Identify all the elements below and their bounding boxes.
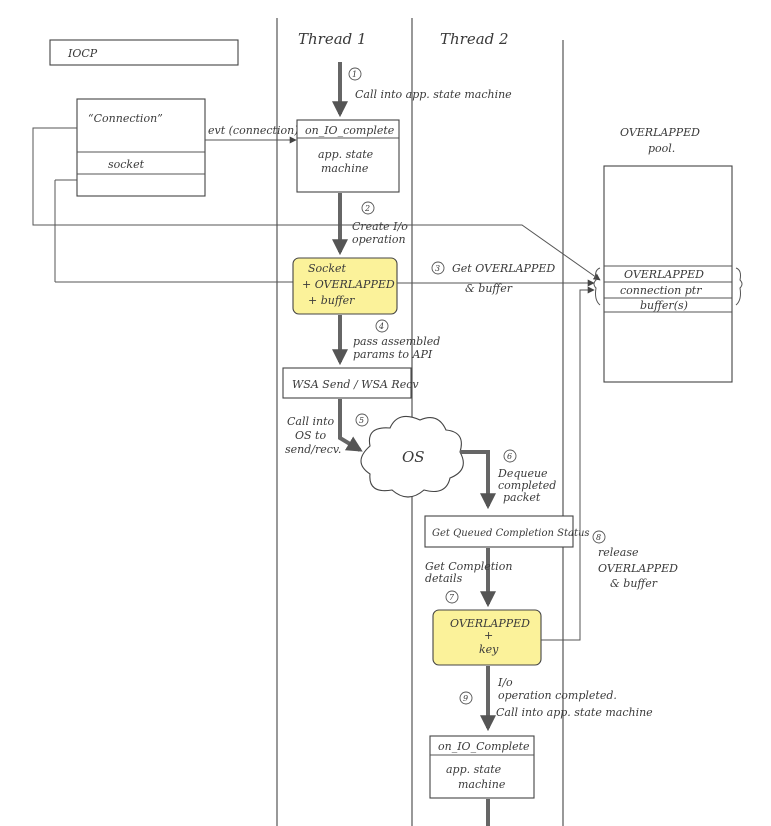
step8-num: 8 [596, 533, 601, 542]
step7-circle [445, 590, 459, 604]
step1-text: Call into app. state machine [355, 88, 512, 101]
step3-num: 3 [435, 264, 440, 273]
thread2-label: Thread 2 [440, 30, 509, 48]
pool-row2: connection ptr [620, 284, 702, 297]
overlapped-key-l3: key [479, 643, 499, 656]
connection-socket-field: socket [108, 158, 145, 171]
thread1-state-body1: app. state [318, 148, 374, 161]
thread1-state-box [296, 119, 400, 193]
step1-num: 1 [352, 70, 357, 79]
step8-circle [592, 530, 606, 544]
thread1-state-head: on_IO_complete [305, 124, 395, 137]
step8-text2: OVERLAPPED [598, 562, 678, 575]
step4-text1: pass assembled [353, 335, 440, 348]
step3-circle [431, 261, 445, 275]
step9-text1: I/o [497, 676, 513, 689]
step3-text1: Get OVERLAPPED [452, 262, 555, 275]
step2-text1: Create I/o [352, 220, 408, 233]
pool-row3: buffer(s) [640, 299, 688, 312]
gqcs-label: Get Queued Completion Status [432, 528, 590, 539]
step8-text1: release [598, 546, 639, 559]
connection-title: “Connection” [88, 112, 163, 125]
wsa-box [282, 367, 412, 399]
step1-circle [348, 67, 362, 81]
pool-box [603, 165, 733, 383]
step7-text1: Get Completion [425, 560, 512, 573]
iocp-title-box [49, 39, 239, 66]
pool-brace-left [593, 267, 601, 306]
step6-text1: Dequeue [497, 467, 548, 480]
step4-num: 4 [378, 322, 384, 331]
thread2-state-body2: machine [458, 778, 506, 791]
step4-circle [375, 319, 389, 333]
pool-title1: OVERLAPPED [620, 126, 700, 139]
wsa-label: WSA Send / WSA Recv [292, 378, 419, 391]
step8-text3: & buffer [610, 577, 658, 590]
step6-thick-arrow [460, 450, 496, 510]
step9-text2: operation completed. [498, 689, 617, 702]
pool-brace-right [735, 267, 743, 306]
thread2-state-box [429, 735, 535, 799]
step5-circle [355, 413, 369, 427]
step7-num: 7 [449, 593, 455, 602]
thread1-state-body2: machine [321, 162, 369, 175]
overlapped-key-l1: OVERLAPPED [450, 617, 530, 630]
step2-num: 2 [364, 204, 370, 213]
step6-circle [503, 449, 517, 463]
step7-text2: details [425, 572, 463, 585]
pool-title2: pool. [648, 142, 675, 155]
overlapped-key-l2: + [484, 629, 493, 642]
step5-text1: Call into [287, 415, 335, 428]
thread2-state-body1: app. state [446, 763, 502, 776]
os-cloud [360, 415, 464, 498]
connection-box [76, 98, 206, 197]
os-label: OS [402, 448, 425, 466]
step5-text3: send/recv. [285, 443, 341, 456]
step3-text2: & buffer [465, 282, 513, 295]
step6-text2: completed [498, 479, 556, 492]
connection-feedback-line [32, 127, 601, 281]
step2-text2: operation [352, 233, 406, 246]
socket-buffer-l2: + OVERLAPPED [302, 278, 395, 291]
step9-circle [459, 691, 473, 705]
gqcs-box [424, 515, 574, 548]
step9-num: 9 [463, 694, 468, 703]
step5-thick-arrow [338, 399, 363, 452]
step6-text3: packet [503, 491, 541, 504]
pool-row1: OVERLAPPED [624, 268, 704, 281]
step2-circle [361, 201, 375, 215]
thread2-state-head: on_IO_Complete [438, 740, 530, 753]
evt-label: evt (connection) [208, 124, 299, 137]
thread1-label: Thread 1 [298, 30, 367, 48]
socket-buffer-box [292, 257, 398, 315]
socket-buffer-l1: Socket [308, 262, 346, 275]
step9-text3: Call into app. state machine [496, 706, 653, 719]
step6-num: 6 [507, 452, 512, 461]
step4-text2: params to API [353, 348, 433, 361]
iocp-title: IOCP [67, 47, 98, 60]
step8-release-line [541, 286, 595, 641]
overlapped-key-box [432, 609, 542, 666]
step5-num: 5 [359, 416, 364, 425]
step5-text2: OS to [295, 429, 326, 442]
socket-buffer-l3: + buffer [308, 294, 355, 307]
